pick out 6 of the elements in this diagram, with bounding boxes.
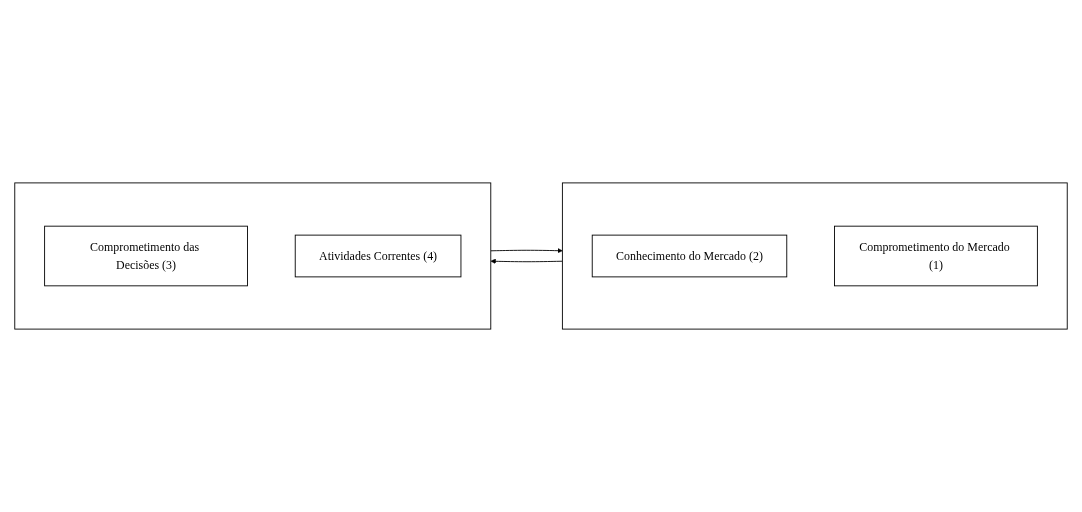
cluster (561, 182, 1068, 330)
node-box: Conhecimento do Mercado (2) (591, 234, 788, 278)
node-box: Atividades Correntes (4) (294, 234, 462, 278)
cluster (14, 182, 492, 330)
node-box: Comprometimento das Decisões (3) (44, 225, 248, 287)
node-box: Comprometimento do Mercado (1) (834, 225, 1038, 287)
